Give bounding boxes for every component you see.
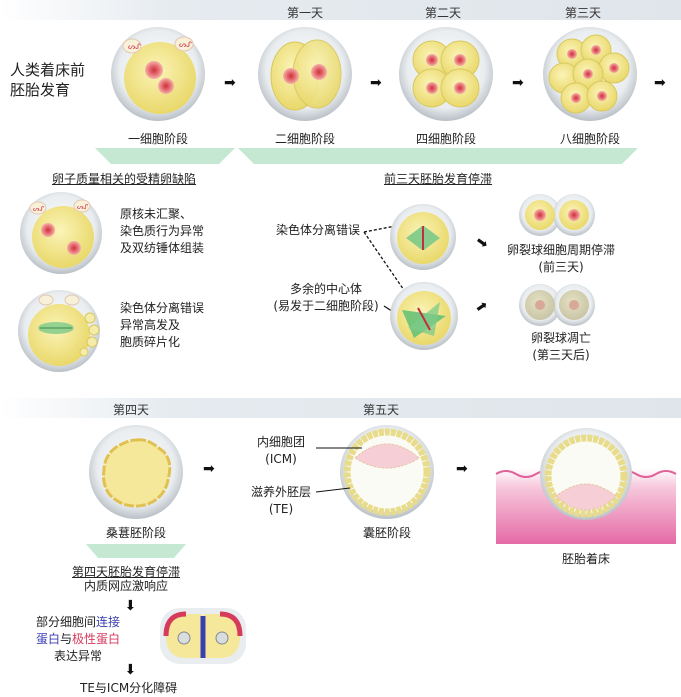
svg-text:ᔕᔑ: ᔕᔑ <box>179 40 192 49</box>
icm-label: 内细胞团 (ICM) <box>246 434 316 468</box>
te-icm-defect-label: TE与ICM分化障碍 <box>80 681 178 695</box>
svg-text:ᔕᔑ: ᔕᔑ <box>33 205 44 213</box>
two-cell-embryo-icon <box>258 27 352 121</box>
cleavage-death-line1: 卵裂球凋亡 <box>530 331 591 345</box>
defect-2-line3: 胞质碎片化 <box>120 335 181 349</box>
one-cell-bracket <box>95 148 235 164</box>
day4-arrest-title: 第四天胚胎发育停滞 <box>72 565 181 579</box>
arrow-down-2: ➡ <box>121 663 138 675</box>
te-line1: 滋养外胚层 <box>250 485 311 499</box>
polarity-word: 极性蛋白 <box>72 632 121 646</box>
svg-text:ᔕᔑ: ᔕᔑ <box>128 42 141 51</box>
arrow-blastocyst-to-implant: ➡ <box>456 461 468 477</box>
day5-label: 第五天 <box>362 403 399 417</box>
day4-label: 第四天 <box>112 403 149 417</box>
day1-label: 第一天 <box>286 6 323 20</box>
apoptotic-blastomeres-icon <box>519 284 595 326</box>
and-word: 与 <box>60 632 73 646</box>
implantation-label: 胚胎着床 <box>561 552 610 566</box>
cleavage-death-label: 卵裂球凋亡 (第三天后) <box>496 330 626 364</box>
day3-label: 第三天 <box>564 6 601 20</box>
defect-2-line2: 异常高发及 <box>120 318 181 332</box>
morula-icon <box>89 425 183 519</box>
eight-cell-embryo-icon <box>543 27 637 121</box>
morula-label: 桑葚胚阶段 <box>105 526 166 540</box>
arrow-down-1: ➡ <box>121 599 138 611</box>
spindle-embryo-icon <box>390 204 456 270</box>
defect-1-line2: 染色质行为异常 <box>120 224 205 238</box>
arrow-8-onward: ➡ <box>654 75 666 91</box>
blastocyst-pointers <box>315 447 362 493</box>
blastocyst-label: 囊胚阶段 <box>362 526 411 540</box>
icm-line1: 内细胞团 <box>256 435 305 449</box>
extra-centrosome-label: 多余的中心体 (易发于二细胞阶段) <box>262 281 390 315</box>
arrow-4-to-8: ➡ <box>512 75 524 91</box>
polarity-cells-icon <box>160 608 246 664</box>
morula-bracket <box>86 544 186 558</box>
arrow-to-arrest: ➡ <box>472 233 492 253</box>
arrow-morula-to-blastocyst: ➡ <box>203 461 215 477</box>
cleavage-arrest-line2: (前三天) <box>538 260 584 274</box>
one-cell-label: 一细胞阶段 <box>127 132 188 146</box>
blastocyst-icon <box>340 425 434 519</box>
lower-day-band <box>0 398 681 418</box>
title-line2: 胚胎发育 <box>10 81 71 99</box>
arrow-1-to-2: ➡ <box>224 75 236 91</box>
er-stress-label: 内质网应激响应 <box>84 579 169 593</box>
extra-centrosome-line1: 多余的中心体 <box>289 282 362 296</box>
protein-word: 蛋白 <box>36 632 61 646</box>
arrow-2-to-4: ➡ <box>370 75 382 91</box>
four-cell-label: 四细胞阶段 <box>415 132 476 146</box>
implantation-icon <box>495 428 677 544</box>
defect-2-text: 染色体分离错误 异常高发及 胞质碎片化 <box>120 300 204 351</box>
cleavage-death-line2: (第三天后) <box>532 348 590 362</box>
zygote-defects-title: 卵子质量相关的受精卵缺陷 <box>52 172 197 186</box>
cleavage-bracket <box>238 148 638 164</box>
extra-centrosome-line2: (易发于二细胞阶段) <box>273 299 379 313</box>
junction-polarity-text: 部分细胞间连接 蛋白与极性蛋白 表达异常 <box>36 614 120 665</box>
title-line1: 人类着床前 <box>10 61 86 79</box>
early-arrest-title: 前三天胚胎发育停滞 <box>384 172 493 186</box>
line3: 表达异常 <box>54 649 103 663</box>
four-cell-embryo-icon <box>399 27 493 121</box>
eight-cell-label: 八细胞阶段 <box>559 132 620 146</box>
defect-zygote-2-icon <box>18 290 100 372</box>
arrow-to-death: ➡ <box>472 297 492 317</box>
cleavage-arrest-label: 卵裂球细胞周期停滞 (前三天) <box>496 242 626 276</box>
two-cell-label: 二细胞阶段 <box>274 132 335 146</box>
defect-zygote-1-icon: ᔕᔑ ᔕᔑ <box>20 192 102 274</box>
line1-prefix: 部分细胞间 <box>36 615 97 629</box>
defect-2-line1: 染色体分离错误 <box>120 301 205 315</box>
cleavage-arrest-line1: 卵裂球细胞周期停滞 <box>506 243 615 257</box>
junction-word: 连接 <box>96 615 121 629</box>
multipolar-embryo-icon <box>390 282 458 350</box>
svg-text:ᔕᔑ: ᔕᔑ <box>77 203 88 211</box>
arrested-blastomeres-icon <box>519 194 595 236</box>
one-cell-embryo-icon: ᔕᔑ ᔕᔑ <box>111 27 205 121</box>
day2-label: 第二天 <box>424 6 461 20</box>
te-line2: (TE) <box>268 502 294 516</box>
te-label: 滋养外胚层 (TE) <box>246 484 316 518</box>
defect-1-text: 原核未汇聚、 染色质行为异常 及双纺锤体组装 <box>120 206 204 257</box>
top-day-band <box>0 0 681 20</box>
seg-error-label: 染色体分离错误 <box>276 223 361 237</box>
defect-1-line1: 原核未汇聚、 <box>120 207 193 221</box>
defect-1-line3: 及双纺锤体组装 <box>120 241 205 255</box>
icm-line2: (ICM) <box>265 452 297 466</box>
diagram-title: 人类着床前 胚胎发育 <box>10 60 85 100</box>
